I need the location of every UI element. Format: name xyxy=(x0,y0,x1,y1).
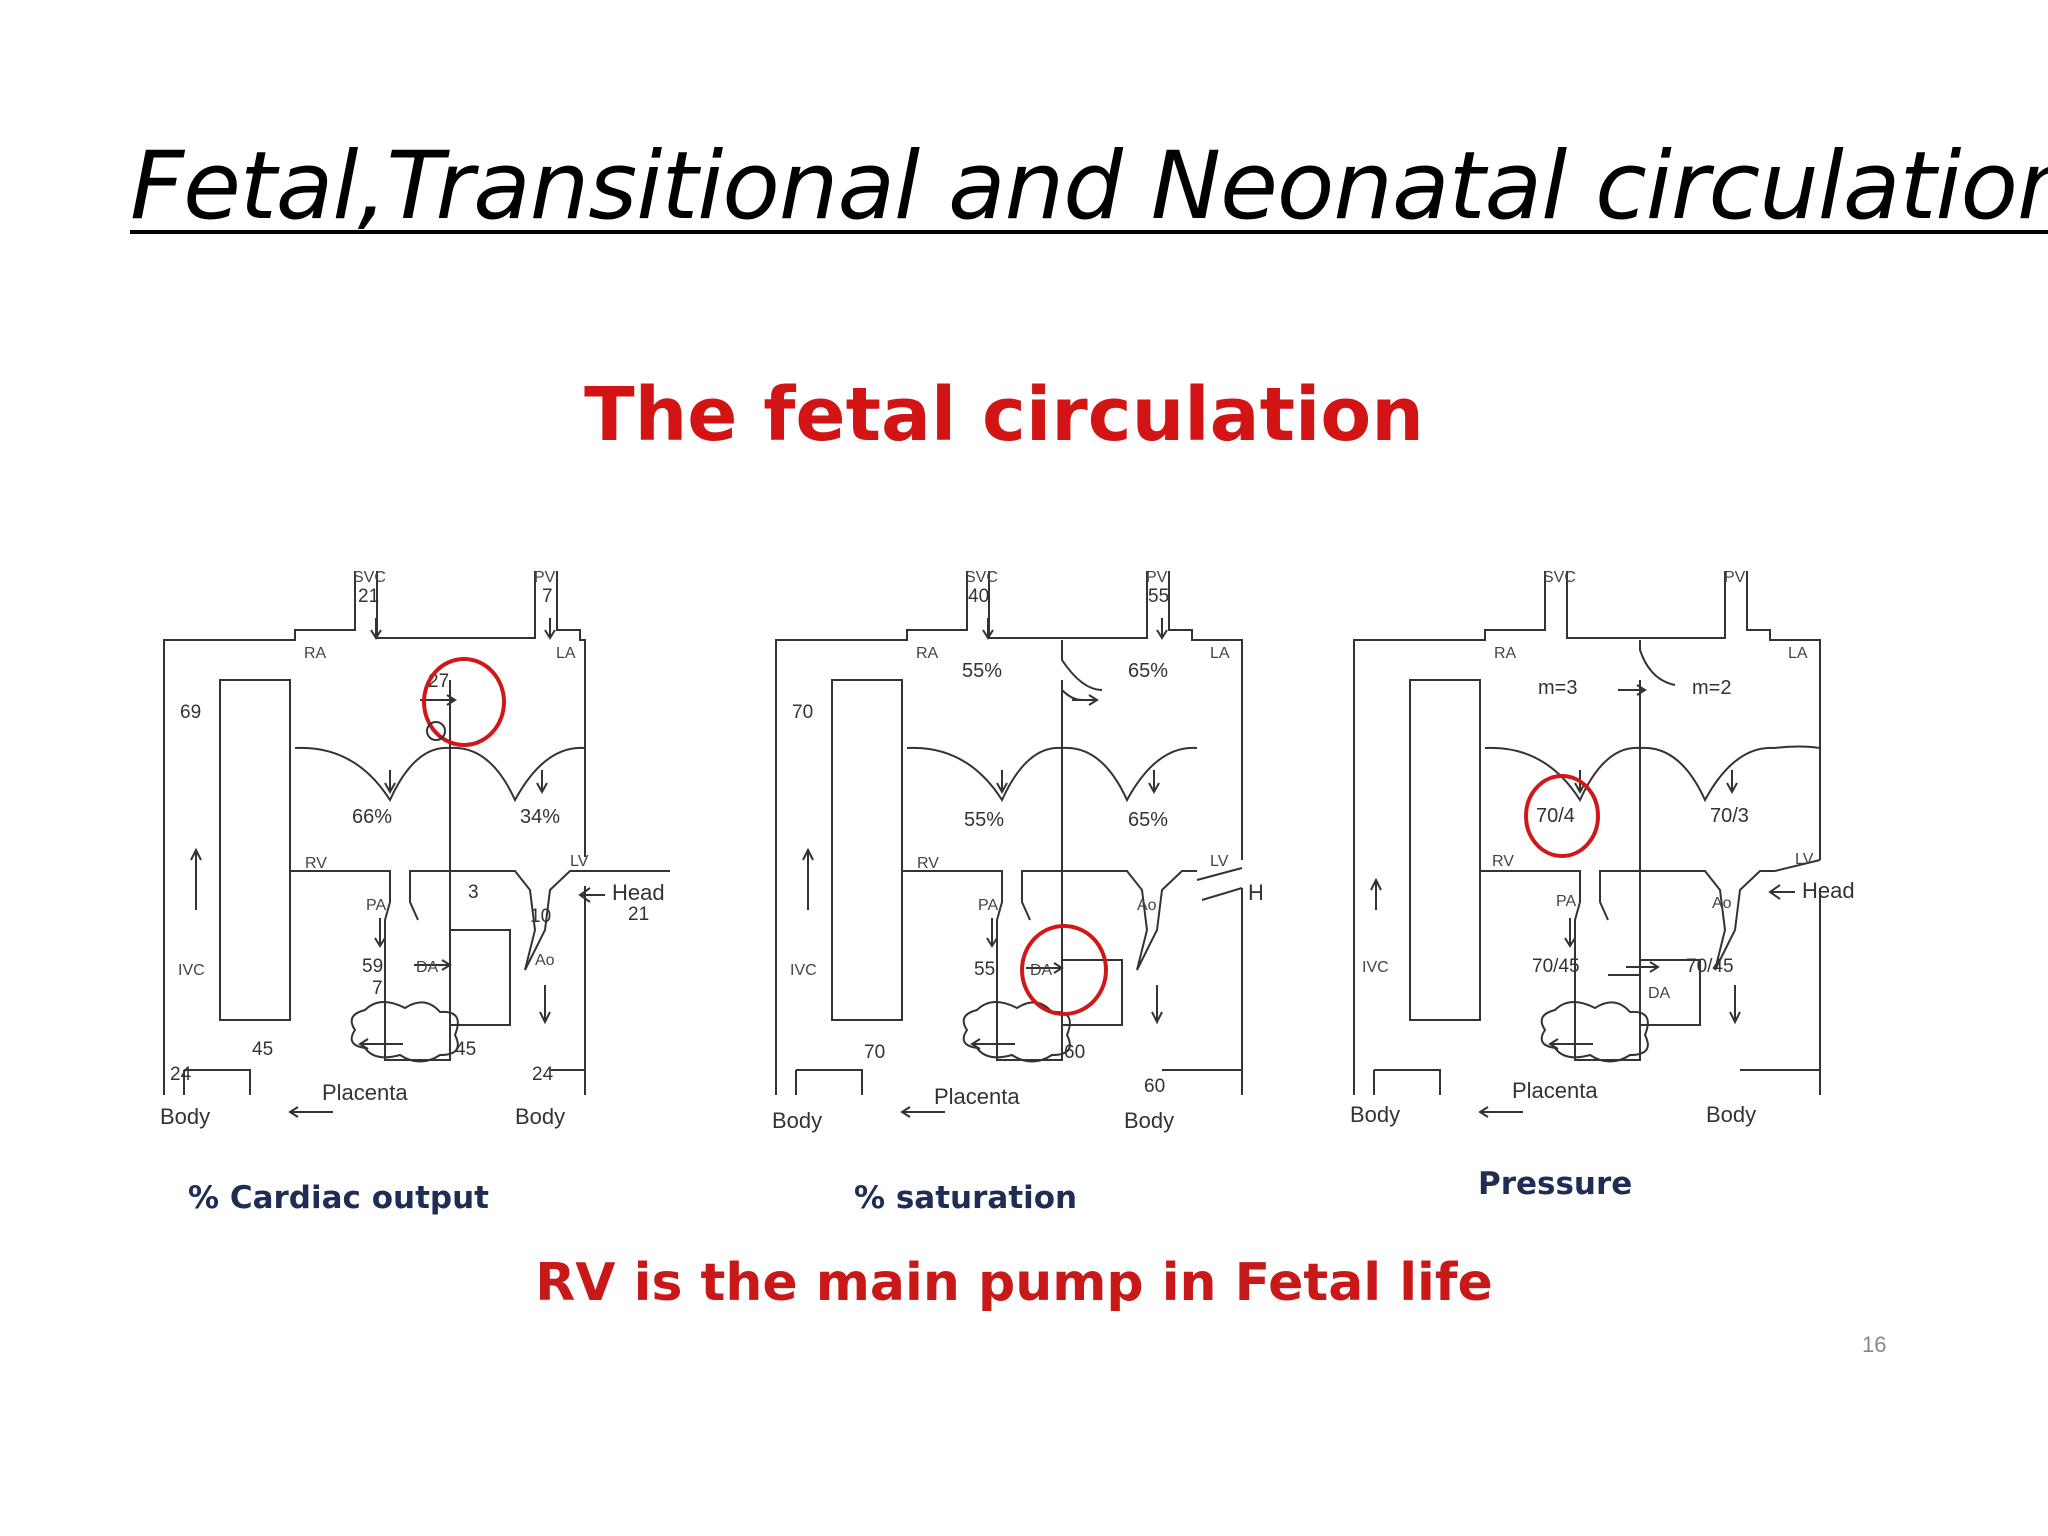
lv-label: LV xyxy=(1795,851,1814,868)
foramen-ovale-highlight xyxy=(422,657,506,747)
pv-value: 7 xyxy=(542,586,553,607)
lungs-value: 7 xyxy=(372,978,383,999)
rv-saturation: 55% xyxy=(964,809,1004,831)
body-right-value: 24 xyxy=(532,1064,554,1085)
lv-label: LV xyxy=(1210,853,1229,870)
svc-label: SVC xyxy=(965,569,998,586)
pressure-diagram: SVC PV RA LA m=3 m=2 70/4 70/3 RV LV Ao … xyxy=(1350,569,1855,1202)
la-label: LA xyxy=(1210,645,1230,662)
svc-value: 40 xyxy=(968,586,989,607)
lv-label: LV xyxy=(570,853,589,870)
placenta-right-value: 45 xyxy=(455,1039,476,1060)
lv-pressure: 70/3 xyxy=(1710,805,1749,827)
flow-arrows xyxy=(190,618,605,1118)
svc-label: SVC xyxy=(1543,569,1576,586)
flow-arrows xyxy=(1370,684,1795,1118)
body-right-label: Body xyxy=(1706,1102,1756,1127)
rv-pressure-highlight xyxy=(1524,774,1600,858)
rv-label: RV xyxy=(305,855,327,872)
saturation-caption: % saturation xyxy=(854,1180,1077,1216)
placenta-left-value: 70 xyxy=(864,1042,885,1063)
cardiac-output-diagram: SVC 21 PV 7 RA LA 69 27 66% 34% RV LV 3 … xyxy=(160,569,670,1216)
svc-value: 21 xyxy=(358,586,379,607)
pv-label: PV xyxy=(1724,569,1746,586)
pa-value: 59 xyxy=(362,956,383,977)
ivc-top-value: 70 xyxy=(792,702,813,723)
lv-output-percent: 34% xyxy=(520,806,560,828)
placenta-left-value: 45 xyxy=(252,1039,273,1060)
head-value: 21 xyxy=(628,904,649,925)
footer-caption: RV is the main pump in Fetal life xyxy=(535,1253,1493,1313)
lv-saturation: 65% xyxy=(1128,809,1168,831)
placenta-label: Placenta xyxy=(322,1080,408,1105)
flow-arrows xyxy=(802,618,1168,1118)
ivc-label: IVC xyxy=(790,962,817,979)
body-left-value: 24 xyxy=(170,1064,192,1085)
pa-label: PA xyxy=(1556,893,1576,910)
slide-title: Fetal,Transitional and Neonatal circulat… xyxy=(130,132,2048,241)
heart-outline xyxy=(1353,571,1821,1095)
pv-value: 55 xyxy=(1148,586,1169,607)
rv-label: RV xyxy=(1492,853,1514,870)
head-label: Head xyxy=(612,880,665,905)
rv-output-percent: 66% xyxy=(352,806,392,828)
da-label: DA xyxy=(1648,985,1671,1002)
figure-title: The fetal circulation xyxy=(584,372,1424,458)
ra-label: RA xyxy=(304,645,327,662)
la-saturation: 65% xyxy=(1128,660,1168,682)
valve-ring xyxy=(426,721,446,741)
ao-label: Ao xyxy=(1137,897,1157,914)
ao-label: Ao xyxy=(1712,895,1732,912)
la-pressure: m=2 xyxy=(1692,677,1731,699)
isthmus-value: 3 xyxy=(468,882,479,903)
body-right-label: Body xyxy=(1124,1108,1174,1133)
body-left-label: Body xyxy=(772,1108,822,1133)
ra-label: RA xyxy=(916,645,939,662)
ra-label: RA xyxy=(1494,645,1517,662)
heart-outline xyxy=(163,571,670,1095)
la-label: LA xyxy=(1788,645,1808,662)
pa-label: PA xyxy=(366,897,386,914)
saturation-diagram: SVC 40 PV 55 RA LA 55% 65% 70 55% 65% RV… xyxy=(772,569,1262,1216)
body-left-label: Body xyxy=(1350,1102,1400,1127)
pa-label: PA xyxy=(978,897,998,914)
la-label: LA xyxy=(556,645,576,662)
ra-saturation: 55% xyxy=(962,660,1002,682)
ductus-arteriosus-highlight xyxy=(1020,924,1108,1016)
ivc-label: IVC xyxy=(178,962,205,979)
placenta-label: Placenta xyxy=(1512,1078,1598,1103)
ivc-label: IVC xyxy=(1362,959,1389,976)
placenta-right-value: 60 xyxy=(1064,1042,1085,1063)
body-right-label: Body xyxy=(515,1104,565,1129)
rv-label: RV xyxy=(917,855,939,872)
da-label: DA xyxy=(1030,962,1053,979)
slide-title-text: Fetal,Transitional and Neonatal circulat… xyxy=(130,132,2048,241)
body-left-label: Body xyxy=(160,1104,210,1129)
head-label: Hea xyxy=(1248,880,1262,905)
pv-label: PV xyxy=(534,569,556,586)
pa-value: 55 xyxy=(974,959,995,980)
ivc-top-value: 69 xyxy=(180,702,201,723)
ao-label: Ao xyxy=(535,952,555,969)
head-label: Head xyxy=(1802,878,1855,903)
placenta-label: Placenta xyxy=(934,1084,1020,1109)
cardiac-output-caption: % Cardiac output xyxy=(188,1180,489,1216)
aortic-arch-value: 10 xyxy=(530,906,551,927)
pv-label: PV xyxy=(1146,569,1168,586)
ao-pressure: 70/45 xyxy=(1686,956,1734,977)
pressure-caption: Pressure xyxy=(1478,1166,1632,1202)
rv-pressure: 70/4 xyxy=(1536,805,1575,827)
da-label: DA xyxy=(416,959,439,976)
svc-label: SVC xyxy=(353,569,386,586)
heart-outline xyxy=(775,571,1243,1095)
page-number: 16 xyxy=(1862,1332,1887,1357)
ra-pressure: m=3 xyxy=(1538,677,1577,699)
body-right-value: 60 xyxy=(1144,1076,1165,1097)
pa-pressure: 70/45 xyxy=(1532,956,1580,977)
